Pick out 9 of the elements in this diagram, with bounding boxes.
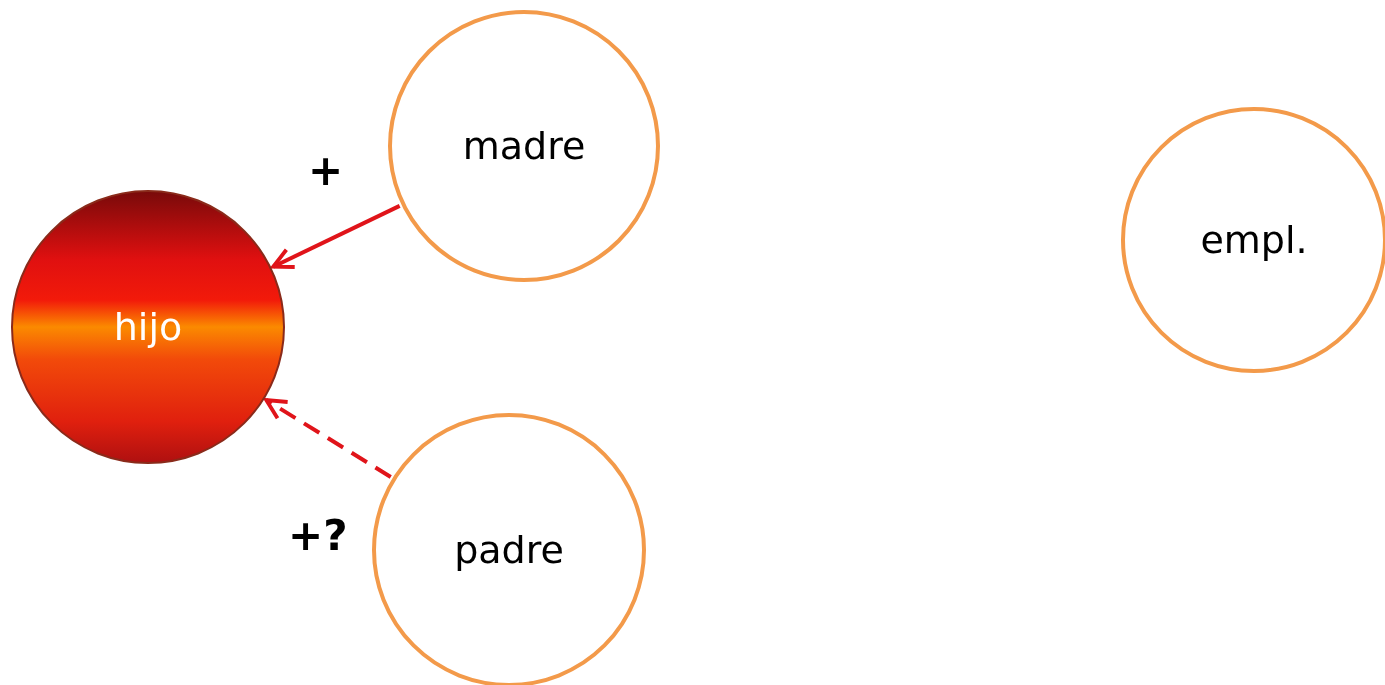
node-label: madre <box>462 124 586 168</box>
arrow <box>271 204 401 269</box>
arrow <box>264 398 392 479</box>
node-label: empl. <box>1200 218 1308 262</box>
node-label: hijo <box>113 305 183 349</box>
circle-node <box>372 413 646 685</box>
circle-node <box>1121 107 1385 373</box>
node-label: padre <box>454 528 564 572</box>
circle-node <box>388 10 660 282</box>
